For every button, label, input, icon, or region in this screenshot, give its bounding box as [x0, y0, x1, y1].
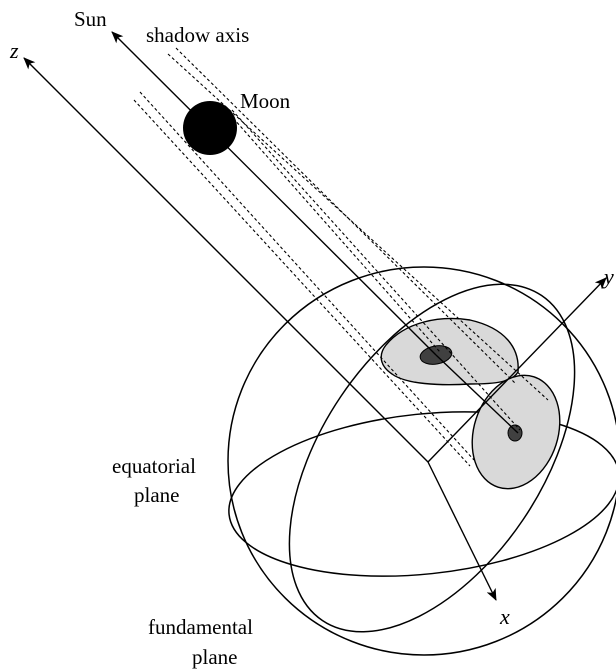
fundamental-plane-label-line2: plane — [192, 645, 237, 669]
shadow-axis-lower — [435, 354, 519, 434]
penumbra-line-1 — [175, 47, 517, 385]
umbra-spot-lower — [507, 424, 523, 442]
umbra-line-1 — [225, 109, 441, 353]
penumbra-line-3 — [139, 91, 475, 461]
earth-sphere — [227, 266, 616, 656]
moon — [183, 101, 237, 155]
equatorial-plane-label-line1: equatorial — [112, 454, 196, 478]
fundamental-plane-label-line1: fundamental — [148, 615, 253, 639]
z-axis-arrow — [23, 57, 429, 463]
fundamental-plane-ellipse — [288, 283, 576, 633]
x-axis-arrow — [427, 461, 497, 601]
y-axis-label: y — [602, 264, 614, 289]
shadow-axis-label: shadow axis — [146, 23, 249, 47]
x-axis-label: x — [499, 604, 510, 629]
z-axis-label: z — [9, 38, 19, 63]
moon-label: Moon — [240, 89, 291, 113]
y-axis-arrow — [427, 277, 607, 463]
penumbra-line-4 — [133, 99, 471, 467]
umbra-line-2 — [231, 109, 521, 431]
sun-label: Sun — [74, 7, 107, 31]
shadow-axis-arrow — [111, 31, 437, 356]
equatorial-plane-ellipse — [228, 411, 616, 577]
equatorial-plane-label-line2: plane — [134, 483, 179, 507]
